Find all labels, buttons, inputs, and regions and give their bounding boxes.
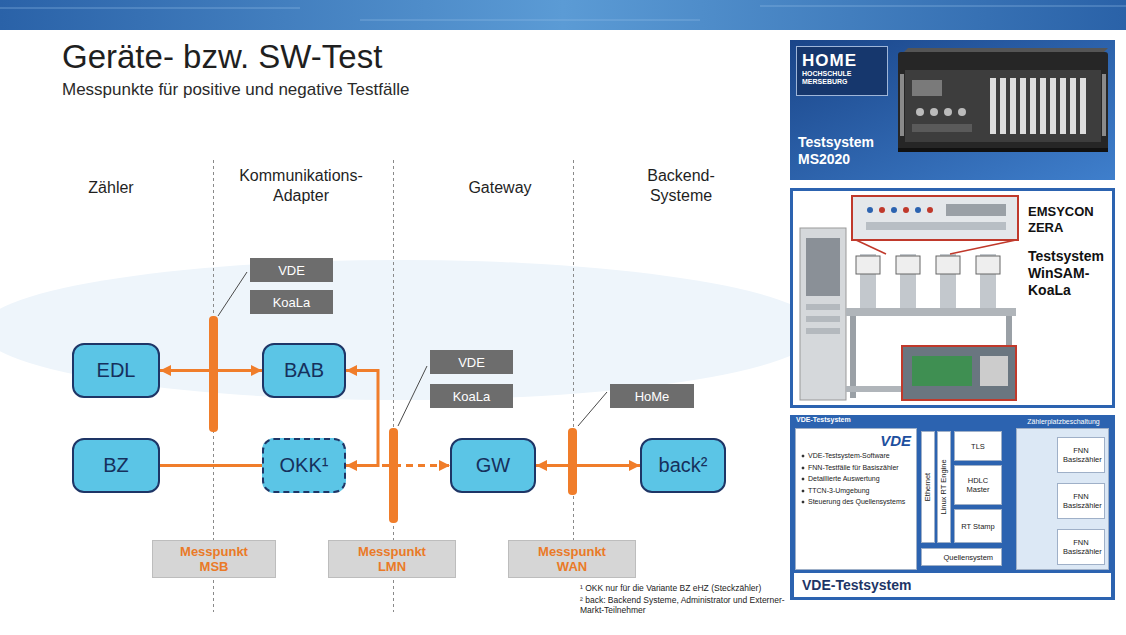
test-system-panel: EMSYCON ZERA Testsystem WinSAM- KoaLa [790,188,1115,408]
module-box: TLS [954,431,1002,461]
banner-texture [0,6,1126,20]
meter-column: ZählerplatzbeschaltungFNN BasiszählerFNN… [1016,428,1109,570]
node-text: Testsystem MS2020 [798,134,898,168]
device-box: BZ [72,438,160,493]
footnote: ² back: Backend Systeme, Administrator u… [580,595,786,615]
column-heading: Kommunikations- Adapter [226,166,376,206]
tool-tag: HoMe [610,384,694,408]
leader-lines [218,272,607,426]
subtitle: Messpunkte für positive und negative Tes… [62,80,582,100]
node-text: HOME [802,51,857,70]
node-text: FNN-Testfälle für Basiszähler [801,464,899,473]
module-box: RT Stamp [954,509,1002,543]
node-text: VDE [458,355,485,370]
interface-strip: Linux RT Engine [937,431,951,543]
test-system-panel: VDE-TestsystemVDEVDE-Testsystem-Software… [790,415,1115,600]
node-text: back² [659,454,708,477]
node-text: HOCHSCHULE MERSEBURG [802,70,862,86]
slide-title: Geräte- bzw. SW-Test [62,38,382,76]
test-system-panel: Testsystem MS2020 HOMEHOCHSCHULE MERSEBUR… [790,40,1115,180]
column-heading: Backend- Systeme [622,166,740,206]
module-box: Quellensystem [921,548,1002,566]
node-text: BAB [284,359,324,382]
footnote: ¹ OKK nur für die Variante BZ eHZ (Steck… [580,583,786,593]
node-text: Ethernet [922,432,934,542]
connector-arrow [160,369,262,372]
node-text: VDE [278,263,305,278]
node-text: FNN Basiszähler [1063,446,1099,464]
node-text: Quellensystem [944,553,980,562]
node-text: VDE [880,432,911,449]
mini-heading: VDE-Testsystem [796,416,916,423]
node-text: Testsystem WinSAM- KoaLa [1028,248,1112,299]
column-heading: Zähler [66,178,156,198]
connector-arrow [160,464,262,467]
measuring-point-box: Messpunkt MSB [152,540,276,578]
node-text: BZ [103,454,129,477]
node-text: VDE-Testsystem-Software [801,452,890,461]
interface-strip: Ethernet [921,431,935,543]
column-heading: Gateway [440,178,560,198]
rack-device-illustration [898,48,1108,152]
measuring-bars [209,316,577,523]
node-text: Zählerplatzbeschaltung [1017,417,1110,426]
node-text: HDLC Master [960,476,996,494]
device-box: back² [640,438,726,493]
module-box: HDLC Master [954,465,1002,505]
node-text: OKK¹ [280,454,329,477]
node-text: VDE-Testsystem [794,573,1111,597]
optional-device-box: OKK¹ [262,438,346,493]
university-logo: HOMEHOCHSCHULE MERSEBURG [796,46,888,96]
background-wave [0,260,820,400]
node-text: Messpunkt MSB [174,544,254,574]
test-bench-illustration [800,196,1018,400]
node-text: RT Stamp [961,522,995,531]
tool-tag: KoaLa [250,290,333,314]
tool-tag: KoaLa [430,384,513,408]
software-box: VDE VDE-Testsystem-SoftwareFNN-Testfälle … [795,428,917,570]
meter-box: FNN Basiszähler [1057,483,1105,519]
tool-tag: VDE [430,350,513,374]
node-text: Detaillierte Auswertung [801,475,880,484]
panel-background [790,40,1115,180]
node-text: Messpunkt LMN [352,544,432,574]
meter-box: FNN Basiszähler [1057,437,1105,473]
node-text: FNN Basiszähler [1063,492,1099,510]
meter-box: FNN Basiszähler [1057,529,1105,565]
node-text: GW [476,454,510,477]
node-text: FNN Basiszähler [1063,538,1099,556]
connector-arrow [346,371,378,466]
measuring-point-box: Messpunkt LMN [328,540,456,578]
node-text: Messpunkt WAN [532,544,612,574]
node-text: Steuerung des Quellensystems [801,498,905,507]
node-text: Linux RT Engine [938,432,950,542]
node-text: KoaLa [453,389,491,404]
panel-background [792,190,1114,407]
node-text: HoMe [635,389,670,404]
node-text: EDL [97,359,136,382]
connector-arrow [536,464,640,467]
connector-arrow [346,464,450,467]
panel-background [790,415,1115,600]
tool-tag: VDE [250,258,333,282]
top-banner [0,0,1126,30]
node-text: KoaLa [273,295,311,310]
node-text: TLS [971,442,985,451]
node-text: EMSYCON ZERA [1028,204,1110,236]
device-box: EDL [72,343,160,398]
node-text: TTCN-3-Umgebung [801,487,869,496]
device-box: BAB [262,343,346,398]
device-box: GW [450,438,536,493]
measuring-point-box: Messpunkt WAN [508,540,636,578]
